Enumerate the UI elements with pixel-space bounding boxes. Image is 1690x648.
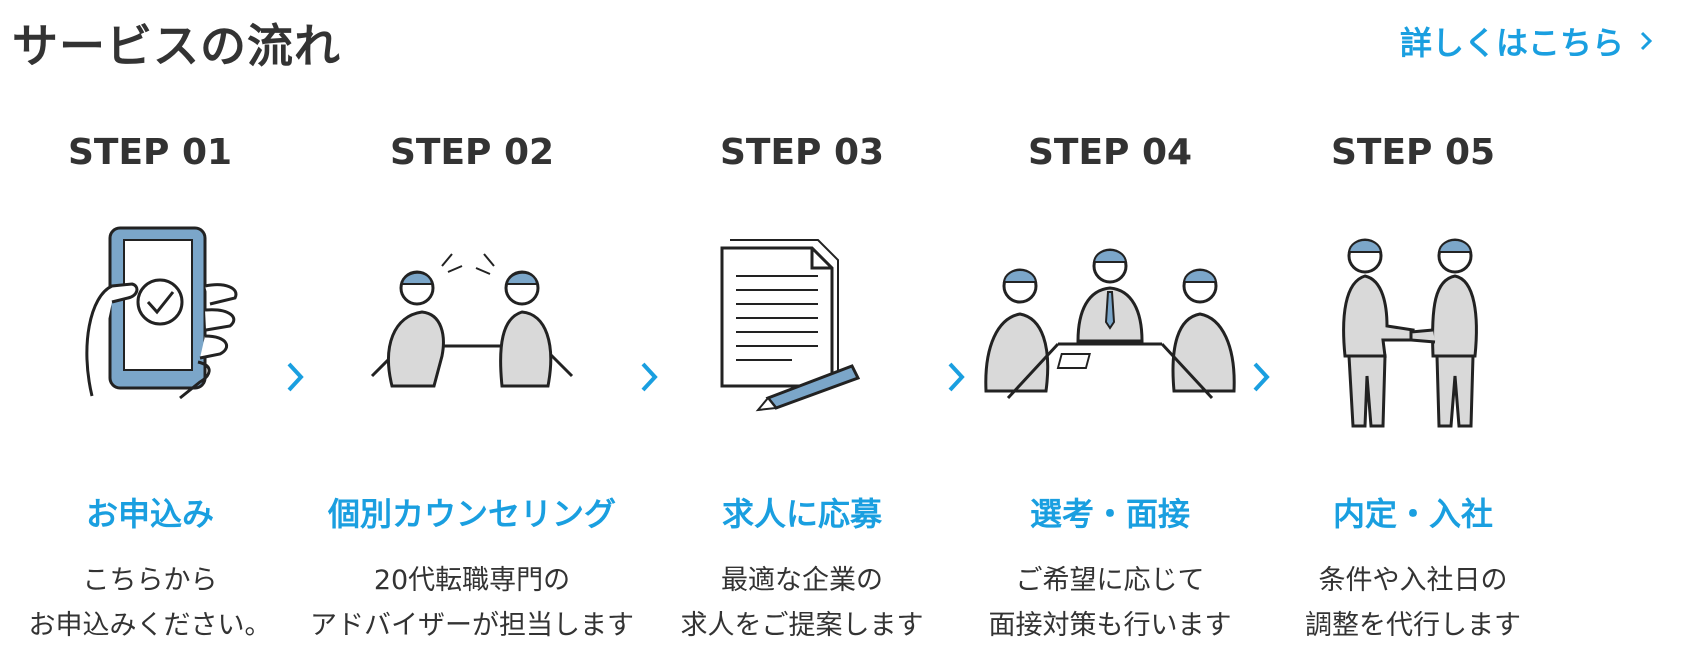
step-title: 内定・入社: [1332, 495, 1493, 533]
step-title: お申込み: [85, 495, 214, 533]
chevron-right-icon: [287, 362, 304, 392]
details-link[interactable]: 詳しくはこちら: [1400, 18, 1660, 64]
handshake-icon: [1342, 238, 1478, 428]
step-description-line: 20代転職専門の: [373, 565, 571, 596]
step-04: STEP 04 選考・面接 ご希望に応じて 面接対策も行います: [930, 130, 1290, 648]
step-description-line: お申込みください。: [28, 610, 272, 641]
step-title: 求人に応募: [721, 495, 882, 533]
chevron-right-icon: [948, 362, 965, 392]
page-title: サービスの流れ: [12, 19, 341, 73]
document-pencil-icon: [720, 239, 861, 412]
chevron-right-icon: [1253, 362, 1270, 392]
chevron-right-icon: [641, 362, 658, 392]
step-label: STEP 05: [1330, 132, 1496, 173]
step-03: STEP 03 求人に応募 最適な企業の 求人をご提案します: [622, 130, 982, 648]
step-title: 個別カウンセリング: [327, 495, 616, 533]
step-description-line: 最適な企業の: [721, 565, 883, 596]
step-description-line: 条件や入社日の: [1318, 565, 1508, 596]
smartphone-check-icon: [85, 226, 238, 400]
step-description: ご希望に応じて 面接対策も行います: [989, 558, 1232, 648]
step-description-line: ご希望に応じて: [1015, 565, 1205, 596]
step-description: 最適な企業の 求人をご提案します: [681, 558, 924, 648]
details-link-label: 詳しくはこちら: [1399, 24, 1624, 62]
step-title: 選考・面接: [1029, 495, 1190, 533]
counseling-icon: [370, 253, 574, 388]
step-description-line: アドバイザーが担当します: [310, 610, 634, 641]
step-01: STEP 01 お申込み こちらから お申込みください。: [0, 130, 330, 648]
step-02: STEP 02 個別カウンセリング 20代転職専門の アドバイザーが担当します: [292, 130, 652, 648]
interview-icon: [984, 248, 1236, 400]
step-label: STEP 02: [389, 132, 555, 173]
step-label: STEP 03: [719, 132, 885, 173]
step-label: STEP 04: [1027, 132, 1193, 173]
step-description-line: 面接対策も行います: [988, 610, 1232, 641]
step-description-line: こちらから: [82, 565, 218, 596]
step-description-line: 調整を代行します: [1305, 610, 1521, 641]
step-05: STEP 05 内定・入社 条件や入社日の 調整を代行します: [1233, 130, 1593, 648]
step-description: こちらから お申込みください。: [29, 558, 272, 648]
step-description: 20代転職専門の アドバイザーが担当します: [310, 558, 634, 648]
step-description-line: 求人をご提案します: [680, 610, 924, 641]
chevron-right-icon: [1640, 31, 1653, 51]
step-label: STEP 01: [67, 132, 233, 173]
step-description: 条件や入社日の 調整を代行します: [1305, 558, 1521, 648]
